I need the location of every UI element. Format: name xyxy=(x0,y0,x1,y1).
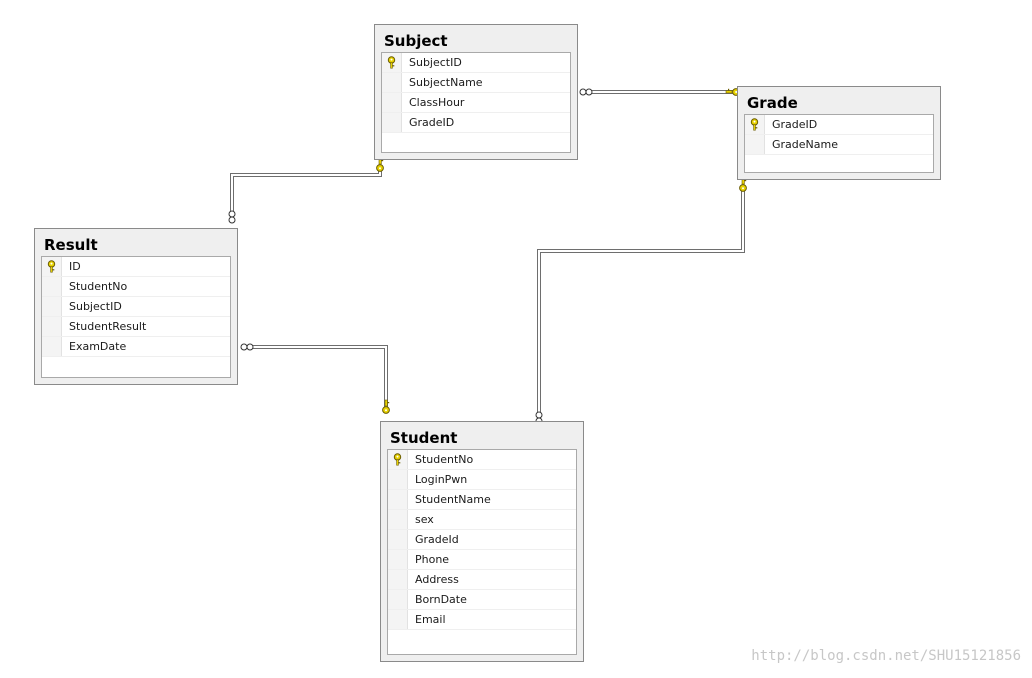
column-row[interactable]: sex xyxy=(388,510,576,530)
row-selector[interactable] xyxy=(745,115,765,134)
column-row[interactable]: StudentResult xyxy=(42,317,230,337)
primary-key-icon xyxy=(393,453,402,466)
column-list: GradeID GradeName xyxy=(744,114,934,173)
column-name: ClassHour xyxy=(409,96,465,109)
column-row[interactable]: StudentNo xyxy=(388,450,576,470)
column-name: ID xyxy=(69,260,81,273)
table-title[interactable]: Student xyxy=(390,429,458,447)
key-icon xyxy=(376,157,384,172)
relationship-student-grade[interactable] xyxy=(535,177,747,425)
relationship-subject-grade[interactable] xyxy=(579,88,740,96)
column-row[interactable]: GradeID xyxy=(382,113,570,133)
row-selector[interactable] xyxy=(382,93,402,112)
primary-key-icon xyxy=(47,260,56,273)
column-name: StudentResult xyxy=(69,320,147,333)
column-row[interactable]: StudentNo xyxy=(42,277,230,297)
column-name: sex xyxy=(415,513,434,526)
row-selector[interactable] xyxy=(388,550,408,569)
primary-key-icon xyxy=(750,118,759,131)
column-row[interactable]: BornDate xyxy=(388,590,576,610)
row-selector[interactable] xyxy=(745,135,765,154)
key-icon xyxy=(739,177,747,192)
column-row[interactable]: GradeID xyxy=(745,115,933,135)
column-name: ExamDate xyxy=(69,340,127,353)
column-row[interactable]: ExamDate xyxy=(42,337,230,357)
column-name: StudentName xyxy=(415,493,491,506)
column-name: StudentNo xyxy=(415,453,474,466)
column-name: Phone xyxy=(415,553,450,566)
row-selector[interactable] xyxy=(42,297,62,316)
row-selector[interactable] xyxy=(388,490,408,509)
row-selector[interactable] xyxy=(382,53,402,72)
row-selector[interactable] xyxy=(42,337,62,356)
row-selector[interactable] xyxy=(388,510,408,529)
row-selector[interactable] xyxy=(388,470,408,489)
row-selector[interactable] xyxy=(388,570,408,589)
column-name: SubjectID xyxy=(69,300,122,313)
column-name: LoginPwn xyxy=(415,473,468,486)
column-name: Address xyxy=(415,573,459,586)
column-row[interactable]: ClassHour xyxy=(382,93,570,113)
column-row[interactable]: Phone xyxy=(388,550,576,570)
row-selector[interactable] xyxy=(382,73,402,92)
column-row[interactable]: ID xyxy=(42,257,230,277)
column-name: SubjectName xyxy=(409,76,483,89)
relationship-result-student[interactable] xyxy=(240,343,390,414)
column-name: SubjectID xyxy=(409,56,462,69)
column-row[interactable]: SubjectID xyxy=(42,297,230,317)
row-selector[interactable] xyxy=(388,530,408,549)
row-selector[interactable] xyxy=(382,113,402,132)
column-name: StudentNo xyxy=(69,280,128,293)
key-icon xyxy=(382,399,390,414)
relationship-result-subject[interactable] xyxy=(228,157,384,224)
row-selector[interactable] xyxy=(388,450,408,469)
row-selector[interactable] xyxy=(388,610,408,629)
table-title[interactable]: Grade xyxy=(747,94,798,112)
column-name: GradeId xyxy=(415,533,459,546)
row-selector[interactable] xyxy=(42,317,62,336)
primary-key-icon xyxy=(387,56,396,69)
row-selector[interactable] xyxy=(388,590,408,609)
row-selector[interactable] xyxy=(42,277,62,296)
table-title[interactable]: Subject xyxy=(384,32,448,50)
column-name: GradeID xyxy=(409,116,455,129)
column-row[interactable]: Email xyxy=(388,610,576,630)
watermark-text: http://blog.csdn.net/SHU15121856 xyxy=(751,648,1021,664)
infinity-icon xyxy=(240,343,254,351)
row-selector[interactable] xyxy=(42,257,62,276)
column-name: GradeName xyxy=(772,138,838,151)
column-row[interactable]: LoginPwn xyxy=(388,470,576,490)
column-row[interactable]: StudentName xyxy=(388,490,576,510)
column-name: BornDate xyxy=(415,593,467,606)
infinity-icon xyxy=(228,210,236,224)
infinity-icon xyxy=(579,88,593,96)
table-title[interactable]: Result xyxy=(44,236,98,254)
column-row[interactable]: GradeName xyxy=(745,135,933,155)
column-row[interactable]: SubjectName xyxy=(382,73,570,93)
column-row[interactable]: Address xyxy=(388,570,576,590)
column-row[interactable]: SubjectID xyxy=(382,53,570,73)
column-row[interactable]: GradeId xyxy=(388,530,576,550)
column-name: GradeID xyxy=(772,118,818,131)
column-name: Email xyxy=(415,613,446,626)
